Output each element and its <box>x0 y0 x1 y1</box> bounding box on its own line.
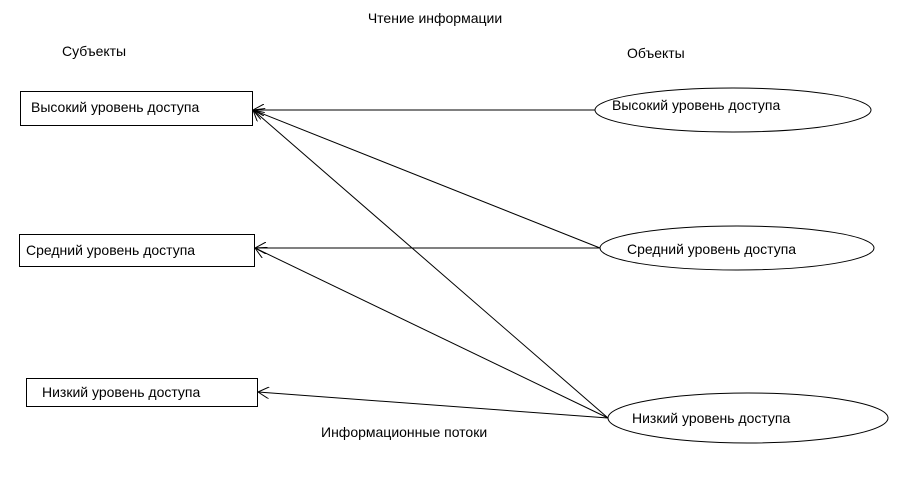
diagram-title: Чтение информации <box>368 10 502 26</box>
object-low-label: Низкий уровень доступа <box>632 410 791 426</box>
object-high-label: Высокий уровень доступа <box>612 97 781 113</box>
object-low: Низкий уровень доступа <box>607 392 889 444</box>
subject-high: Высокий уровень доступа <box>20 91 253 126</box>
subject-mid: Средний уровень доступа <box>19 234 255 267</box>
objects-header: Объекты <box>627 45 685 61</box>
flow-arrow <box>258 392 609 419</box>
object-mid-label: Средний уровень доступа <box>627 241 796 257</box>
subject-high-label: Высокий уровень доступа <box>31 99 200 115</box>
subject-low: Низкий уровень доступа <box>26 378 258 407</box>
flow-arrow <box>253 110 601 249</box>
flow-arrow <box>253 110 609 419</box>
flow-arrow <box>255 248 609 419</box>
subject-low-label: Низкий уровень доступа <box>42 384 201 400</box>
object-mid: Средний уровень доступа <box>599 225 875 271</box>
subjects-header: Субъекты <box>62 43 126 59</box>
flows-label: Информационные потоки <box>321 424 487 440</box>
flow-arrows <box>253 110 609 419</box>
subject-mid-label: Средний уровень доступа <box>26 242 195 258</box>
object-high: Высокий уровень доступа <box>594 87 872 133</box>
